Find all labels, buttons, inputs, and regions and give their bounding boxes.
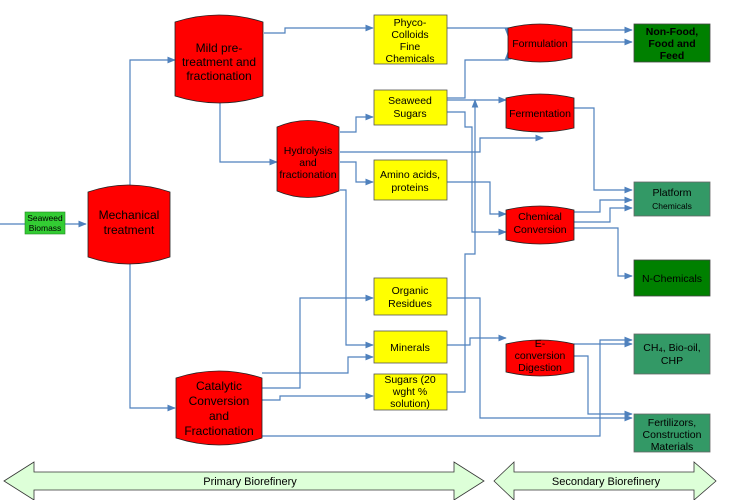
- catalytic-label-1: Catalytic: [196, 379, 242, 393]
- mechanical-label-2: treatment: [104, 223, 155, 237]
- arrow-chemical-to-platform: [574, 196, 633, 213]
- organic-label-1: Organic: [392, 285, 429, 297]
- n-chemicals-box: N-Chemicals: [633, 259, 711, 297]
- nonfood-label-1: Non-Food,: [646, 26, 699, 38]
- primary-biorefinery-band: Primary Biorefinery: [3, 461, 485, 500]
- arrow-mild-to-hydrolysis: [219, 100, 278, 166]
- sugars20-label-3: solution): [390, 398, 430, 410]
- fermentation-cylinder: Fermentation: [505, 93, 575, 133]
- mechanical-label-1: Mechanical: [99, 208, 160, 222]
- arrow-catalytic-to-minerals: [262, 353, 374, 374]
- ch4-label-1: CH₄, Bio-oil,: [643, 342, 700, 354]
- sugars20-label-2: wght %: [392, 386, 427, 398]
- platform-label-2: Chemicals: [652, 201, 692, 211]
- platform-label-1: Platform: [652, 187, 691, 199]
- formulation-cylinder: Formulation: [507, 23, 573, 63]
- arrow-minerals-to-econversion: [447, 334, 507, 346]
- sugars-label-1: Seaweed: [388, 95, 432, 107]
- arrow-hydrolysis-to-fermentation: [340, 134, 544, 153]
- amino-acids-box: Amino acids, proteins: [373, 159, 448, 201]
- hydrolysis-cylinder: Hydrolysis and fractionation: [276, 120, 340, 198]
- secondary-band-label: Secondary Biorefinery: [552, 476, 661, 488]
- econversion-label-2: conversion: [515, 350, 566, 362]
- econversion-label-3: Digestion: [518, 362, 562, 374]
- arrow-catalytic-to-sugars20: [262, 392, 374, 401]
- arrow-mechanical-to-catalytic: [129, 260, 176, 412]
- arrow-fermentation-to-platform: [574, 107, 633, 194]
- phyco-label-1: Phyco-: [394, 17, 427, 29]
- arrow-econversion-to-fert: [574, 355, 633, 418]
- hydrolysis-label-1: Hydrolysis: [284, 145, 332, 157]
- hydrolysis-label-2: and: [299, 157, 317, 169]
- primary-band-label: Primary Biorefinery: [203, 476, 297, 488]
- amino-label-1: Amino acids,: [380, 169, 440, 181]
- sugars-solution-box: Sugars (20 wght % solution): [373, 373, 448, 411]
- arrow-sugars-to-chemical: [447, 111, 507, 236]
- seaweed-sugars-box: Seaweed Sugars: [373, 89, 448, 126]
- phyco-label-3: Fine: [400, 41, 421, 53]
- fert-label-1: Fertilizors,: [648, 417, 696, 429]
- arrow-mechanical-to-mild: [129, 56, 176, 190]
- nchem-label: N-Chemicals: [642, 273, 702, 285]
- mild-label-1: Mild pre-: [196, 41, 243, 55]
- mild-pretreatment-cylinder: Mild pre- treatment and fractionation: [174, 14, 264, 104]
- nonfood-label-3: Feed: [660, 50, 685, 62]
- seaweed-biomass-label-2: Biomass: [29, 223, 62, 233]
- catalytic-conversion-cylinder: Catalytic Conversion and Fractionation: [175, 370, 263, 446]
- arrow-phyco-to-formulation: [447, 27, 512, 37]
- platform-chemicals-box: Platform Chemicals: [633, 181, 711, 217]
- arrow-sugars20-to-fermentation: [447, 99, 479, 393]
- arrow-hydrolysis-to-sugars: [340, 113, 374, 133]
- fertilizers-box: Fertilizors, Construction Materials: [633, 413, 711, 453]
- chemical-label-1: Chemical: [518, 211, 562, 223]
- arrow-chemical-to-nchem: [574, 227, 633, 280]
- arrow-amino-to-chemical: [447, 181, 507, 218]
- arrow-organic-to-fert: [447, 297, 633, 422]
- nonfood-food-feed-box: Non-Food, Food and Feed: [633, 23, 711, 63]
- catalytic-label-4: Fractionation: [184, 424, 253, 438]
- ch4-label-2: CHP: [661, 355, 683, 367]
- chemical-conversion-cylinder: Chemical Conversion: [505, 205, 575, 245]
- amino-label-2: proteins: [391, 182, 428, 194]
- fert-label-3: Materials: [651, 441, 694, 453]
- fermentation-label: Fermentation: [509, 108, 571, 120]
- arrow-hydrolysis-to-amino: [340, 161, 374, 186]
- arrow-mild-to-phyco: [264, 24, 374, 34]
- hydrolysis-label-3: fractionation: [279, 169, 336, 181]
- sugars20-label-1: Sugars (20: [384, 374, 436, 386]
- phyco-label-4: Chemicals: [385, 53, 434, 65]
- arrow-hydrolysis-to-minerals: [340, 189, 374, 349]
- mild-label-2: treatment and: [182, 55, 256, 69]
- secondary-biorefinery-band: Secondary Biorefinery: [493, 461, 717, 500]
- econversion-label-1: E-: [535, 338, 546, 350]
- seaweed-biomass-label-1: Seaweed: [27, 213, 63, 223]
- mild-label-3: fractionation: [186, 69, 251, 83]
- catalytic-label-3: and: [209, 409, 229, 423]
- ch4-biooil-chp-box: CH₄, Bio-oil, CHP: [633, 333, 711, 375]
- formulation-label: Formulation: [512, 38, 568, 50]
- organic-label-2: Residues: [388, 298, 432, 310]
- minerals-label: Minerals: [390, 342, 430, 354]
- phyco-colloids-box: Phyco- Colloids Fine Chemicals: [373, 14, 448, 65]
- arrow-catalytic-to-organic: [262, 294, 374, 389]
- minerals-box: Minerals: [373, 330, 448, 364]
- arrow-sugars-to-formulation: [447, 51, 512, 99]
- mechanical-treatment-cylinder: Mechanical treatment: [87, 184, 171, 265]
- seaweed-biomass-box: Seaweed Biomass: [24, 211, 66, 235]
- arrow-catalytic-to-ch4: [262, 336, 633, 437]
- organic-residues-box: Organic Residues: [373, 277, 448, 316]
- fert-label-2: Construction: [643, 429, 702, 441]
- nonfood-label-2: Food and: [648, 38, 695, 50]
- catalytic-label-2: Conversion: [189, 394, 250, 408]
- econversion-cylinder: E- conversion Digestion: [505, 338, 575, 377]
- sugars-label-2: Sugars: [393, 108, 426, 120]
- chemical-label-2: Conversion: [513, 224, 566, 236]
- arrow-chemical-to-platform-2: [574, 204, 633, 223]
- phyco-label-2: Colloids: [391, 29, 428, 41]
